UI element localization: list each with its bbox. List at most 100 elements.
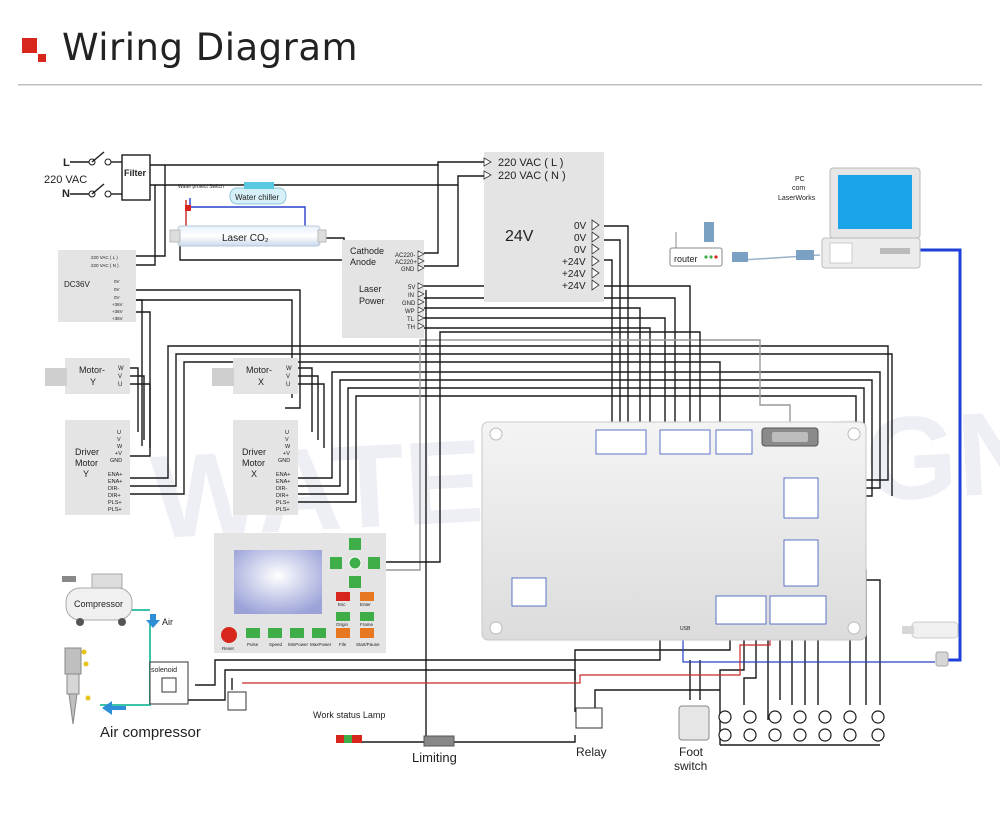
lp-ac-pin: AC220+ <box>395 260 417 266</box>
relay-label: Relay <box>576 745 607 759</box>
air-arrow-left-icon <box>102 701 126 715</box>
title-bullet-icon <box>22 38 48 64</box>
driver-pin: PLS+ <box>276 507 290 513</box>
lp-ctrl-pin: IN <box>408 293 414 299</box>
psu-24v: 24V 220 VAC ( L ) 220 VAC ( N ) 0V 0V 0V… <box>483 152 604 302</box>
driver-pin: U <box>117 430 121 436</box>
driver-pin: GND <box>110 458 122 464</box>
limiting: Limiting <box>412 735 457 765</box>
psu-output: +24V <box>562 269 586 280</box>
panel-button-label: MaxPower <box>310 642 332 647</box>
motor-pin: U <box>118 382 122 388</box>
psu-output: +24V <box>562 257 586 268</box>
filter-label: Filter <box>124 168 147 178</box>
driver-pin: V <box>117 437 121 443</box>
motor-y-label: Y <box>90 377 96 387</box>
driver-pin: W <box>285 444 291 450</box>
driver-y-label: Motor <box>75 458 98 468</box>
router: router <box>669 222 814 267</box>
dc36v-pin: 0V <box>114 279 120 284</box>
driver-y: Driver Motor Y U V W +V GND ENA+ ENA+ DI… <box>65 420 130 515</box>
driver-pin: DIR- <box>108 486 119 492</box>
psu-output: 0V <box>574 245 587 256</box>
dc36v-supply: DC36V 220 VAC ( L ) 220 VAC ( N ) 0V 0V … <box>58 250 136 322</box>
laser-power-title: Power <box>359 296 385 306</box>
lp-ac-pin: GND <box>401 267 415 273</box>
driver-y-label: Driver <box>75 447 99 457</box>
driver-pin: ENA+ <box>276 479 291 485</box>
driver-pin: +V <box>115 451 122 457</box>
usb-stick-icon <box>902 621 959 667</box>
driver-pin: ENA+ <box>276 472 291 478</box>
driver-pin: ENA+ <box>108 479 123 485</box>
dc36v-pin: 0V <box>114 287 120 292</box>
driver-pin: U <box>285 430 289 436</box>
water-chiller-label: Water chiller <box>235 193 279 202</box>
motor-pin: W <box>286 366 292 372</box>
driver-x-label: Driver <box>242 447 266 457</box>
psu-output: +24V <box>562 281 586 292</box>
usb-port-label: USB <box>680 626 691 632</box>
laser-power-title: Laser <box>359 284 382 294</box>
driver-pin: DIR+ <box>108 493 121 499</box>
dc36v-pin: +36V <box>112 309 123 314</box>
power-input: L 220 VAC N Filter <box>44 151 151 201</box>
psu-input-n: 220 VAC ( N ) <box>498 170 566 182</box>
dc36v-title: DC36V <box>64 280 90 289</box>
page-title: Wiring Diagram <box>62 26 359 69</box>
driver-pin: PLS+ <box>108 500 122 506</box>
driver-pin: W <box>117 444 123 450</box>
motor-y-label: Motor- <box>79 365 105 375</box>
driver-pin: +V <box>283 451 290 457</box>
air-arrow-icon <box>146 614 160 628</box>
panel-button-label: Frame <box>360 622 373 627</box>
panel-button-label: Start/Pause <box>356 642 380 647</box>
dc36v-pin: 0V <box>114 295 120 300</box>
router-label: router <box>674 254 698 264</box>
controller-board: USB <box>481 421 867 641</box>
driver-pin: ENA+ <box>108 472 123 478</box>
relay: Relay <box>575 707 607 759</box>
air-compressor-caption: Air compressor <box>100 724 201 741</box>
psu-24v-title: 24V <box>505 228 534 245</box>
limiting-label: Limiting <box>412 750 457 765</box>
title-divider <box>18 84 982 86</box>
laser-head-icon <box>64 647 91 725</box>
anode-label: Anode <box>350 257 376 267</box>
lp-ac-pin: AC220- <box>395 253 415 259</box>
motor-y: Motor- Y W V U <box>45 358 130 394</box>
dc36v-pin: 220 VAC ( N ) <box>91 263 119 268</box>
psu-output: 0V <box>574 221 587 232</box>
driver-pin: PLS+ <box>108 507 122 513</box>
compressor-label: Compressor <box>74 599 123 609</box>
driver-pin: PLS+ <box>276 500 290 506</box>
pc-label: com <box>792 185 805 192</box>
panel-button-label: Reset <box>222 646 235 651</box>
dc36v-pin: +36V <box>112 316 123 321</box>
pc-label: PC <box>795 176 805 183</box>
driver-x: Driver Motor X U V W +V GND ENA+ ENA+ DI… <box>233 420 298 515</box>
dc36v-pin: 220 VAC ( L ) <box>91 255 118 260</box>
panel-button-label: Origin <box>336 622 349 627</box>
air-label: Air <box>162 617 173 627</box>
laser-tube-label: Laser CO₂ <box>222 233 269 244</box>
usb-controller-line <box>682 640 935 663</box>
foot-switch-icon <box>678 705 710 741</box>
lp-ctrl-pin: 5V <box>408 285 415 291</box>
control-panel: Esc Enter Origin Frame Reset Pulse Speed… <box>214 533 386 653</box>
neutral-label: N <box>62 188 70 200</box>
panel-button-label: MinPower <box>288 642 309 647</box>
driver-x-label: X <box>251 469 257 479</box>
filter-box <box>121 154 151 201</box>
panel-button-label: Pulse <box>247 642 259 647</box>
panel-button-label: Esc <box>338 602 346 607</box>
motor-pin: V <box>118 374 122 380</box>
relay-icon <box>575 707 603 729</box>
driver-pin: DIR+ <box>276 493 289 499</box>
mains-voltage: 220 VAC <box>44 174 87 186</box>
driver-x-label: Motor <box>242 458 265 468</box>
motor-x-label: Motor- <box>246 365 272 375</box>
compressor: Compressor Air Air compressor <box>62 573 201 741</box>
laser-power: Cathode Anode Laser Power AC220- AC220+ … <box>342 240 425 338</box>
